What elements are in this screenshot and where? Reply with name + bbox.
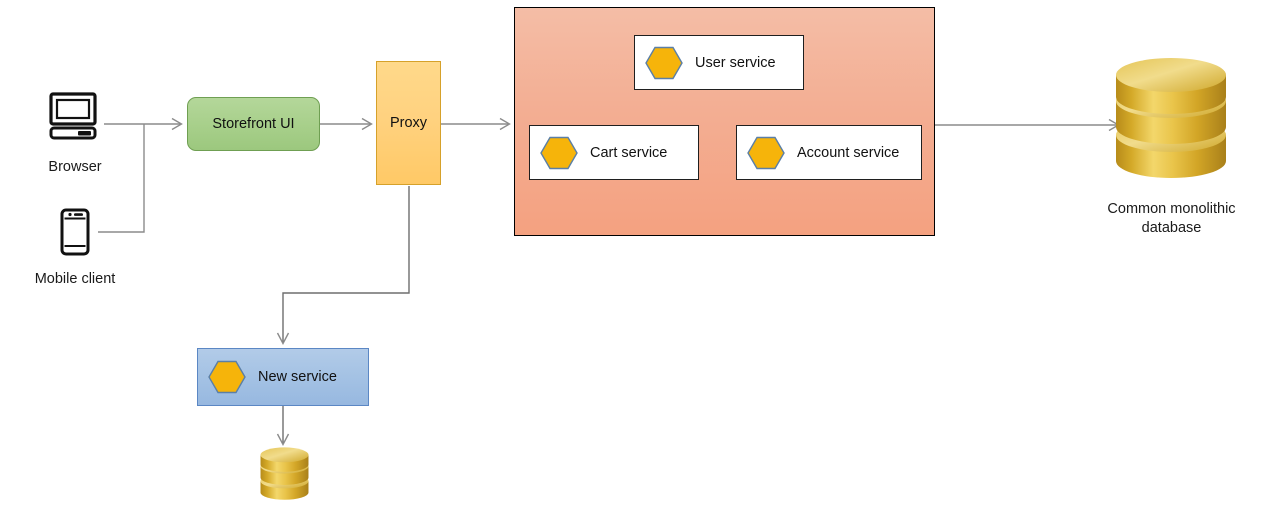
browser-label: Browser [48,159,102,175]
arrowhead-new-service-db-in [276,433,290,447]
storefront-ui-node[interactable]: Storefront UI [187,97,320,151]
database-cylinder-icon [260,447,309,500]
cart-service-box[interactable]: Cart service [529,125,699,180]
cart-service-label: Cart service [590,144,668,161]
arrowhead-proxy-in [361,117,373,131]
proxy-node[interactable]: Proxy [376,61,441,185]
user-service-box[interactable]: User service [634,35,804,90]
proxy-label: Proxy [389,115,428,131]
new-service-label: New service [258,369,337,385]
connector-proxy-to-new-service [282,186,410,342]
arrowhead-new-service-in [276,332,290,346]
database-cylinder-icon [1116,58,1226,178]
hexagon-service-icon [540,136,578,169]
hexagon-service-icon [645,46,683,79]
desktop-computer-icon [49,92,97,140]
new-service-box[interactable]: New service [197,348,369,406]
mobile-client-label: Mobile client [34,271,116,287]
account-service-label: Account service [797,144,900,161]
user-service-label: User service [695,54,776,71]
arrowhead-storefront-in [171,117,183,131]
hexagon-service-icon [208,360,246,394]
storefront-ui-label: Storefront UI [212,116,295,132]
account-service-box[interactable]: Account service [736,125,922,180]
hexagon-service-icon [747,136,785,169]
monolithic-database-label: Common monolithic database [1107,201,1236,236]
connector-mobile-to-storefront [98,124,145,233]
arrowhead-container-in [499,117,511,131]
mobile-phone-icon [60,208,90,256]
